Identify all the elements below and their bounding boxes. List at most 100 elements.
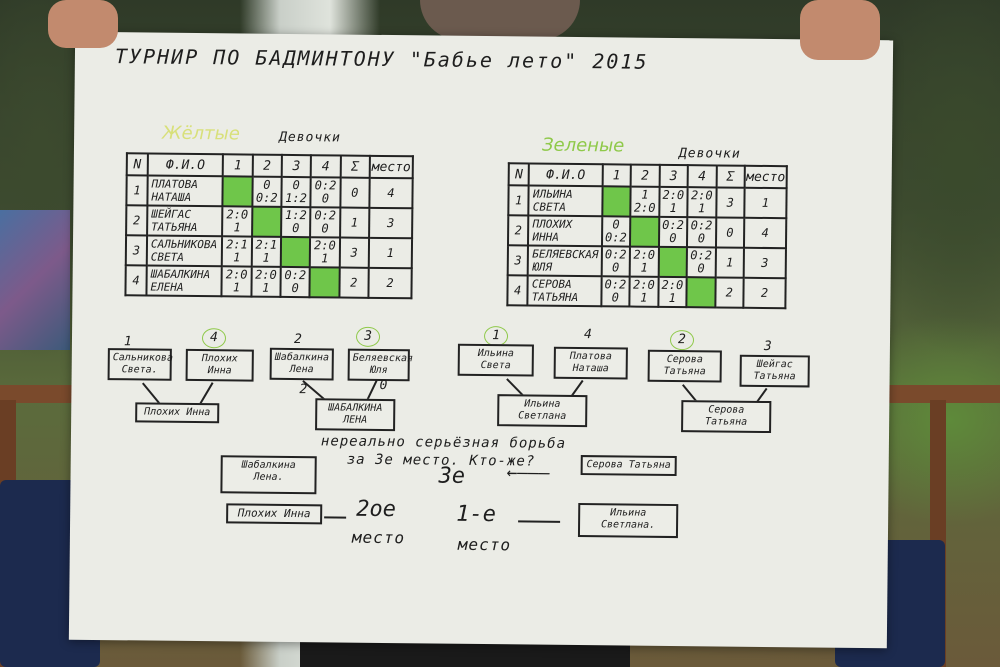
header-cell: 2 — [252, 154, 282, 177]
seed-label: 4 — [583, 327, 592, 343]
bracket-line — [324, 516, 347, 519]
place-cell: 4 — [744, 217, 787, 249]
player-name: ПЛОХИХ ИННА — [528, 215, 602, 247]
bracket-player-box: Серова Татьяна — [647, 349, 722, 383]
player-name: ИЛЬИНА СВЕТА — [528, 185, 603, 217]
bracket-player-box: Беляевская Юля — [347, 348, 413, 382]
third-place-label: 3е — [438, 463, 466, 489]
score-cell — [658, 246, 688, 278]
player-name: ПЛАТОВА НАТАША — [147, 175, 224, 207]
table-row: 4 СЕРОВА ТАТЬЯНА 0:2 0 2:0 1 2:0 1 2 2 — [507, 275, 786, 309]
score-cell: 0:2 0 — [686, 247, 716, 278]
second-place-label: 2ое — [356, 496, 397, 523]
header-cell: 1 — [223, 154, 253, 177]
table-row: 1 ПЛАТОВА НАТАША 0 0:2 0 1:2 0:2 0 0 4 — [126, 175, 413, 209]
place-cell: 2 — [368, 267, 412, 299]
left-hand — [48, 0, 118, 48]
yellow-group-title: Жёлтые — [162, 122, 241, 145]
row-number: 3 — [125, 235, 148, 266]
place-cell: 1 — [744, 187, 787, 219]
table-row: 4 ШАБАЛКИНА ЕЛЕНА 2:0 1 2:0 1 0:2 0 2 2 — [125, 265, 412, 299]
header-cell: место — [744, 165, 787, 189]
bracket-player-box: Плохих Инна — [185, 348, 254, 382]
header-cell: N — [508, 163, 530, 186]
score-cell: 0:2 0 — [280, 266, 311, 298]
seed-label: 3 — [763, 338, 772, 355]
third-place-box: Шабалкина Лена. — [220, 455, 317, 495]
score-cell: 2:1 1 — [251, 236, 282, 267]
right-hand — [800, 0, 880, 60]
score-cell — [601, 186, 631, 217]
score-cell — [309, 267, 340, 298]
score-cell: 0:2 0 — [658, 216, 688, 248]
score-cell: 0:2 0 — [687, 217, 716, 248]
header-cell: 3 — [281, 154, 312, 178]
semifinal-box: ШАБАЛКИНА ЛЕНА — [315, 398, 396, 432]
header-cell: 1 — [602, 164, 631, 187]
sum-cell: 0 — [715, 217, 745, 248]
score-cell: 2:0 1 — [687, 187, 717, 218]
score-cell: 0:2 0 — [601, 246, 631, 277]
bracket-player-box: Платова Наташа — [553, 346, 628, 380]
seed-label: 2 — [293, 332, 302, 348]
semifinal-box: Плохих Инна — [135, 402, 220, 424]
second-place-sub: место — [351, 527, 406, 548]
score-cell: 2:0 1 — [222, 206, 253, 237]
row-number: 2 — [507, 215, 529, 246]
score-cell: 0:2 0 — [310, 207, 340, 238]
score-cell: 2:0 1 — [310, 237, 340, 268]
score-cell: 2:0 1 — [251, 266, 281, 297]
sum-cell: 3 — [715, 187, 745, 218]
table-row: 2 ПЛОХИХ ИННА 0 0:2 0:2 0 0:2 0 0 4 — [507, 215, 787, 249]
player-name: БЕЛЯЕВСКАЯ ЮЛЯ — [528, 245, 602, 277]
arrow-left-icon: ←——— — [506, 462, 551, 484]
semifinal-box: Серова Татьяна — [681, 400, 772, 434]
header-cell: 2 — [630, 164, 660, 187]
green-group-sub: Девочки — [678, 146, 741, 162]
score-cell: 2:1 1 — [222, 236, 252, 267]
score-cell: 2:0 1 — [221, 266, 252, 297]
green-group-title: Зеленые — [541, 134, 625, 157]
person-head — [420, 0, 580, 40]
semifinal-box: Ильина Светлана — [497, 394, 588, 428]
bracket-player-box: Шабалкина Лена — [269, 347, 334, 381]
seed-label: 2 — [669, 329, 695, 351]
header-cell: Ф.И.О — [147, 153, 224, 177]
place-cell: 3 — [368, 207, 413, 239]
green-group-table: N Ф.И.О 1 2 3 4 Σ место 1 ИЛЬИНА СВЕТА 1… — [506, 162, 787, 309]
poster-title: ТУРНИР ПО БАДМИНТОНУ "Бабье лето" 2015 — [114, 44, 649, 74]
player-name: СЕРОВА ТАТЬЯНА — [527, 275, 602, 307]
header-cell: Σ — [340, 155, 370, 178]
header-cell: N — [126, 153, 148, 176]
place-cell: 1 — [368, 237, 413, 269]
score-cell: 1 2:0 — [630, 186, 660, 217]
row-number: 1 — [126, 175, 148, 206]
sum-cell: 2 — [338, 267, 369, 298]
table-row: 3 САЛЬНИКОВА СВЕТА 2:1 1 2:1 1 2:0 1 3 1 — [125, 235, 413, 269]
score-cell: 0 0:2 — [252, 176, 282, 207]
row-number: 2 — [126, 205, 148, 236]
score-cell — [630, 216, 659, 247]
row-number: 3 — [507, 245, 529, 276]
final-box: Плохих Инна — [226, 503, 323, 525]
score-cell: 2:0 1 — [658, 186, 688, 218]
final-box: Ильина Светлана. — [577, 503, 679, 539]
semifinal-score: 2 — [299, 382, 308, 398]
table-row: 1 ИЛЬИНА СВЕТА 1 2:0 2:0 1 2:0 1 3 1 — [508, 185, 787, 219]
bracket-line — [200, 382, 214, 404]
row-number: 4 — [507, 275, 529, 306]
header-cell: 4 — [687, 165, 717, 188]
score-cell: 2:0 1 — [657, 276, 687, 308]
header-cell: место — [369, 155, 413, 179]
bracket-player-box: Ильина Света — [457, 343, 534, 377]
score-cell: 0 0:2 — [601, 216, 631, 247]
place-cell: 2 — [743, 277, 786, 309]
bracket-player-box: Шейгас Татьяна — [739, 354, 810, 388]
bracket-line — [518, 520, 561, 523]
score-cell: 0:2 0 — [310, 177, 341, 208]
background-poster — [0, 210, 70, 350]
score-cell: 1:2 0 — [281, 206, 311, 238]
row-number: 1 — [508, 185, 529, 216]
score-cell: 2:0 1 — [629, 276, 659, 307]
sum-cell: 1 — [715, 247, 745, 278]
